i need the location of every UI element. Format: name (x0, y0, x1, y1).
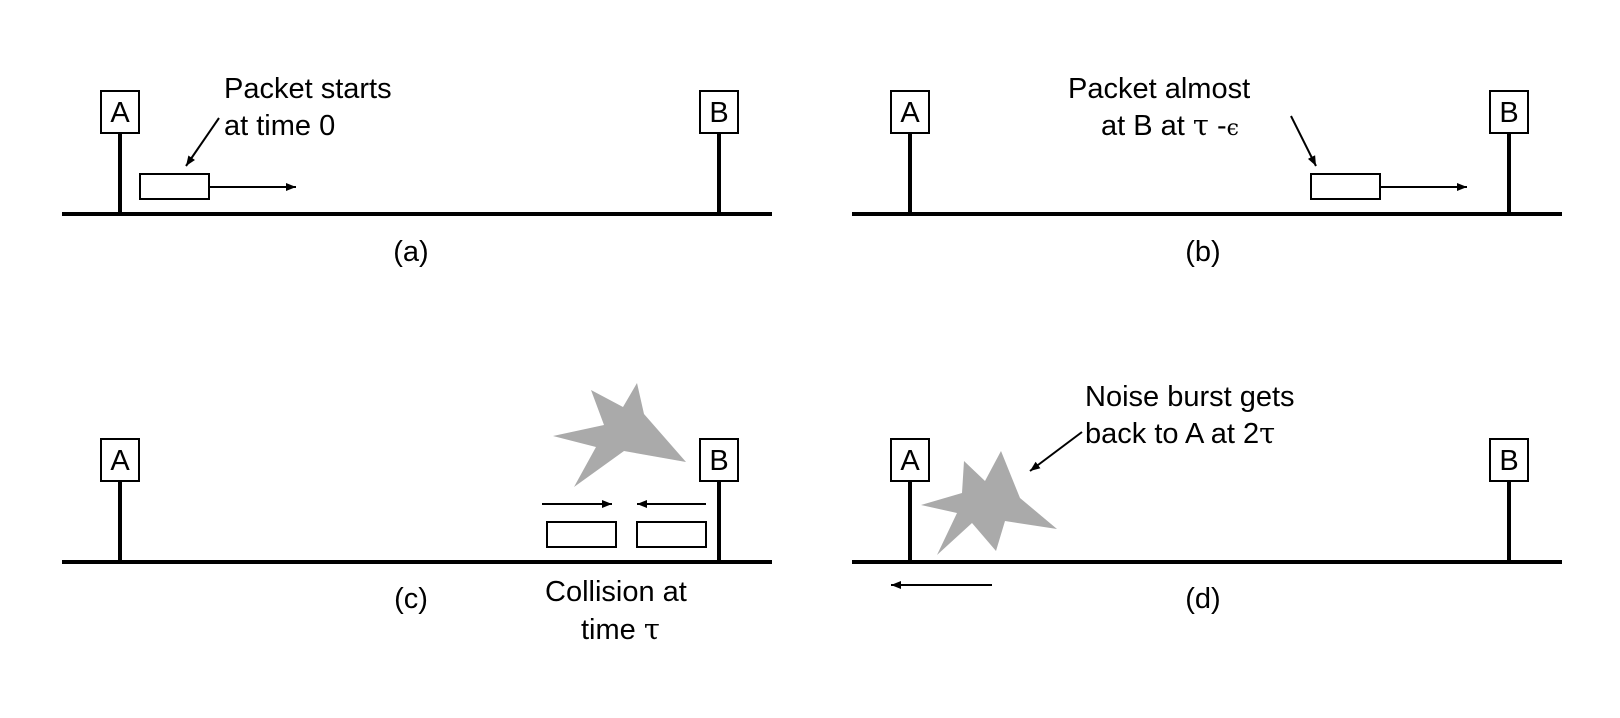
station-b-label: B (1499, 445, 1518, 477)
annotation-line-2: at time 0 (224, 110, 335, 142)
annotation-line-2: time (581, 614, 644, 646)
panel-d: A B Noise burst gets back to A at 2τ (d) (852, 381, 1562, 615)
annotation-line-2: back to A at 2 (1085, 418, 1259, 450)
annotation-line-1: Collision at (545, 576, 687, 608)
annotation: Noise burst gets back to A at 2τ (1085, 381, 1303, 450)
packet (139, 173, 210, 200)
packet (1310, 173, 1381, 200)
pointer-arrow (1290, 115, 1317, 167)
tau-symbol: τ (1193, 108, 1209, 142)
panel-caption: (c) (394, 583, 428, 615)
panel-c: A B (c) Collision at time τ (62, 383, 772, 646)
noise-burst-icon (921, 451, 1057, 555)
station-a-box (890, 438, 930, 482)
annotation: Packet starts at time 0 (224, 73, 400, 142)
station-b-label: B (709, 97, 728, 129)
station-b-label: B (709, 445, 728, 477)
station-a-label: A (900, 445, 920, 477)
annotation-line-1: Noise burst gets (1085, 381, 1295, 413)
panel-caption: (d) (1185, 583, 1220, 615)
annotation-line-1: Packet almost (1068, 73, 1250, 105)
annotation-line-2: at B at (1101, 110, 1193, 142)
station-b-box (699, 90, 739, 134)
station-a-label: A (110, 445, 130, 477)
station-b-box (699, 438, 739, 482)
station-b-box (1489, 90, 1529, 134)
panel-caption: (b) (1185, 236, 1220, 268)
station-a-box (890, 90, 930, 134)
station-b-label: B (1499, 97, 1518, 129)
annotation-line-1: Packet starts (224, 73, 392, 105)
station-b-box (1489, 438, 1529, 482)
pointer-arrow (1029, 431, 1083, 472)
noise-burst-icon (553, 383, 686, 487)
tau-symbol: τ (1259, 416, 1275, 450)
panel-b: A B Packet almost at B at τ -ϵ (b) (852, 73, 1562, 268)
tau-symbol: τ (644, 612, 660, 646)
packet-from-a (546, 521, 617, 548)
station-a-box (100, 90, 140, 134)
minus-sign: - (1209, 110, 1227, 142)
panel-caption: (a) (393, 236, 428, 268)
annotation: Collision at time τ (545, 576, 695, 646)
annotation: Packet almost at B at τ -ϵ (1068, 73, 1258, 142)
station-a-box (100, 438, 140, 482)
packet-from-b (636, 521, 707, 548)
pointer-arrow (185, 117, 220, 167)
station-a-label: A (110, 97, 130, 129)
panel-a: A B Packet starts at time 0 (a) (62, 73, 772, 268)
epsilon-symbol: ϵ (1227, 116, 1239, 141)
station-a-label: A (900, 97, 920, 129)
